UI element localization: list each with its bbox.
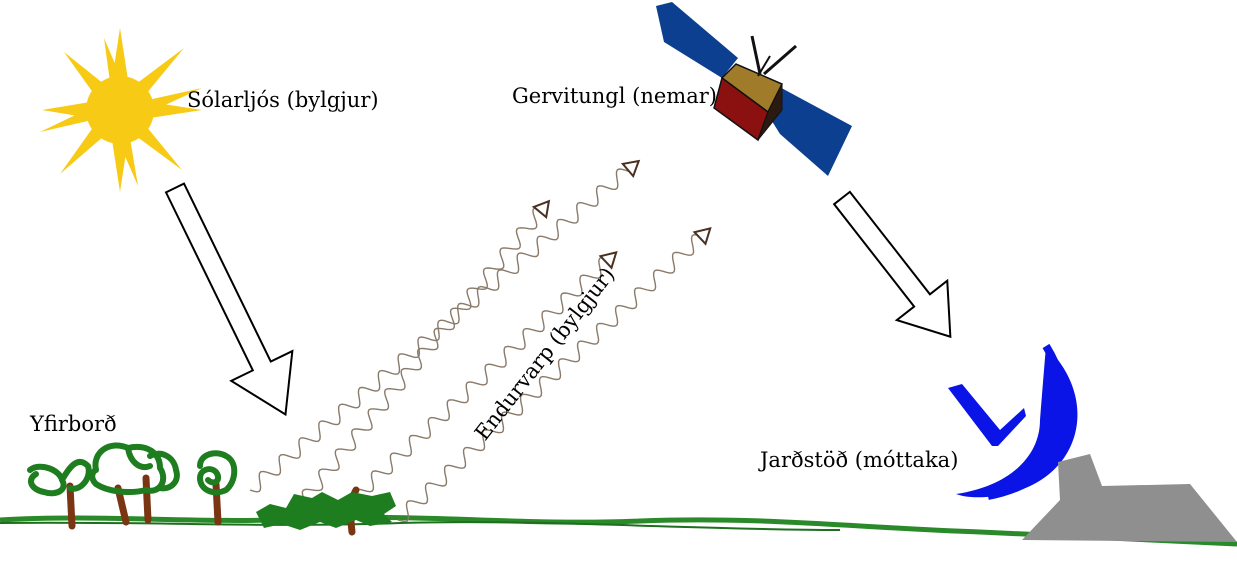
- reflected-wave-3: [344, 257, 602, 509]
- ground-station-label: Jarðstöð (móttaka): [760, 448, 958, 472]
- reflected-wave-arrowhead-2: [534, 201, 549, 217]
- incoming-arrow: [144, 173, 316, 429]
- sunlight-label: Sólarljós (bylgjur): [187, 88, 379, 112]
- reflected-wave-arrowhead-1: [623, 161, 639, 176]
- satellite-label: Gervitungl (nemar): [512, 84, 717, 108]
- satellite-dish-icon: [948, 346, 1077, 497]
- sun-icon: [40, 28, 202, 192]
- reflected-wave-2: [296, 208, 537, 511]
- reflected-wave-arrowhead-4: [695, 228, 711, 243]
- reflected-waves: [250, 161, 710, 522]
- reflected-wave-4: [398, 235, 697, 522]
- surface-label: Yfirborð: [30, 412, 117, 436]
- downlink-arrow: [817, 178, 976, 356]
